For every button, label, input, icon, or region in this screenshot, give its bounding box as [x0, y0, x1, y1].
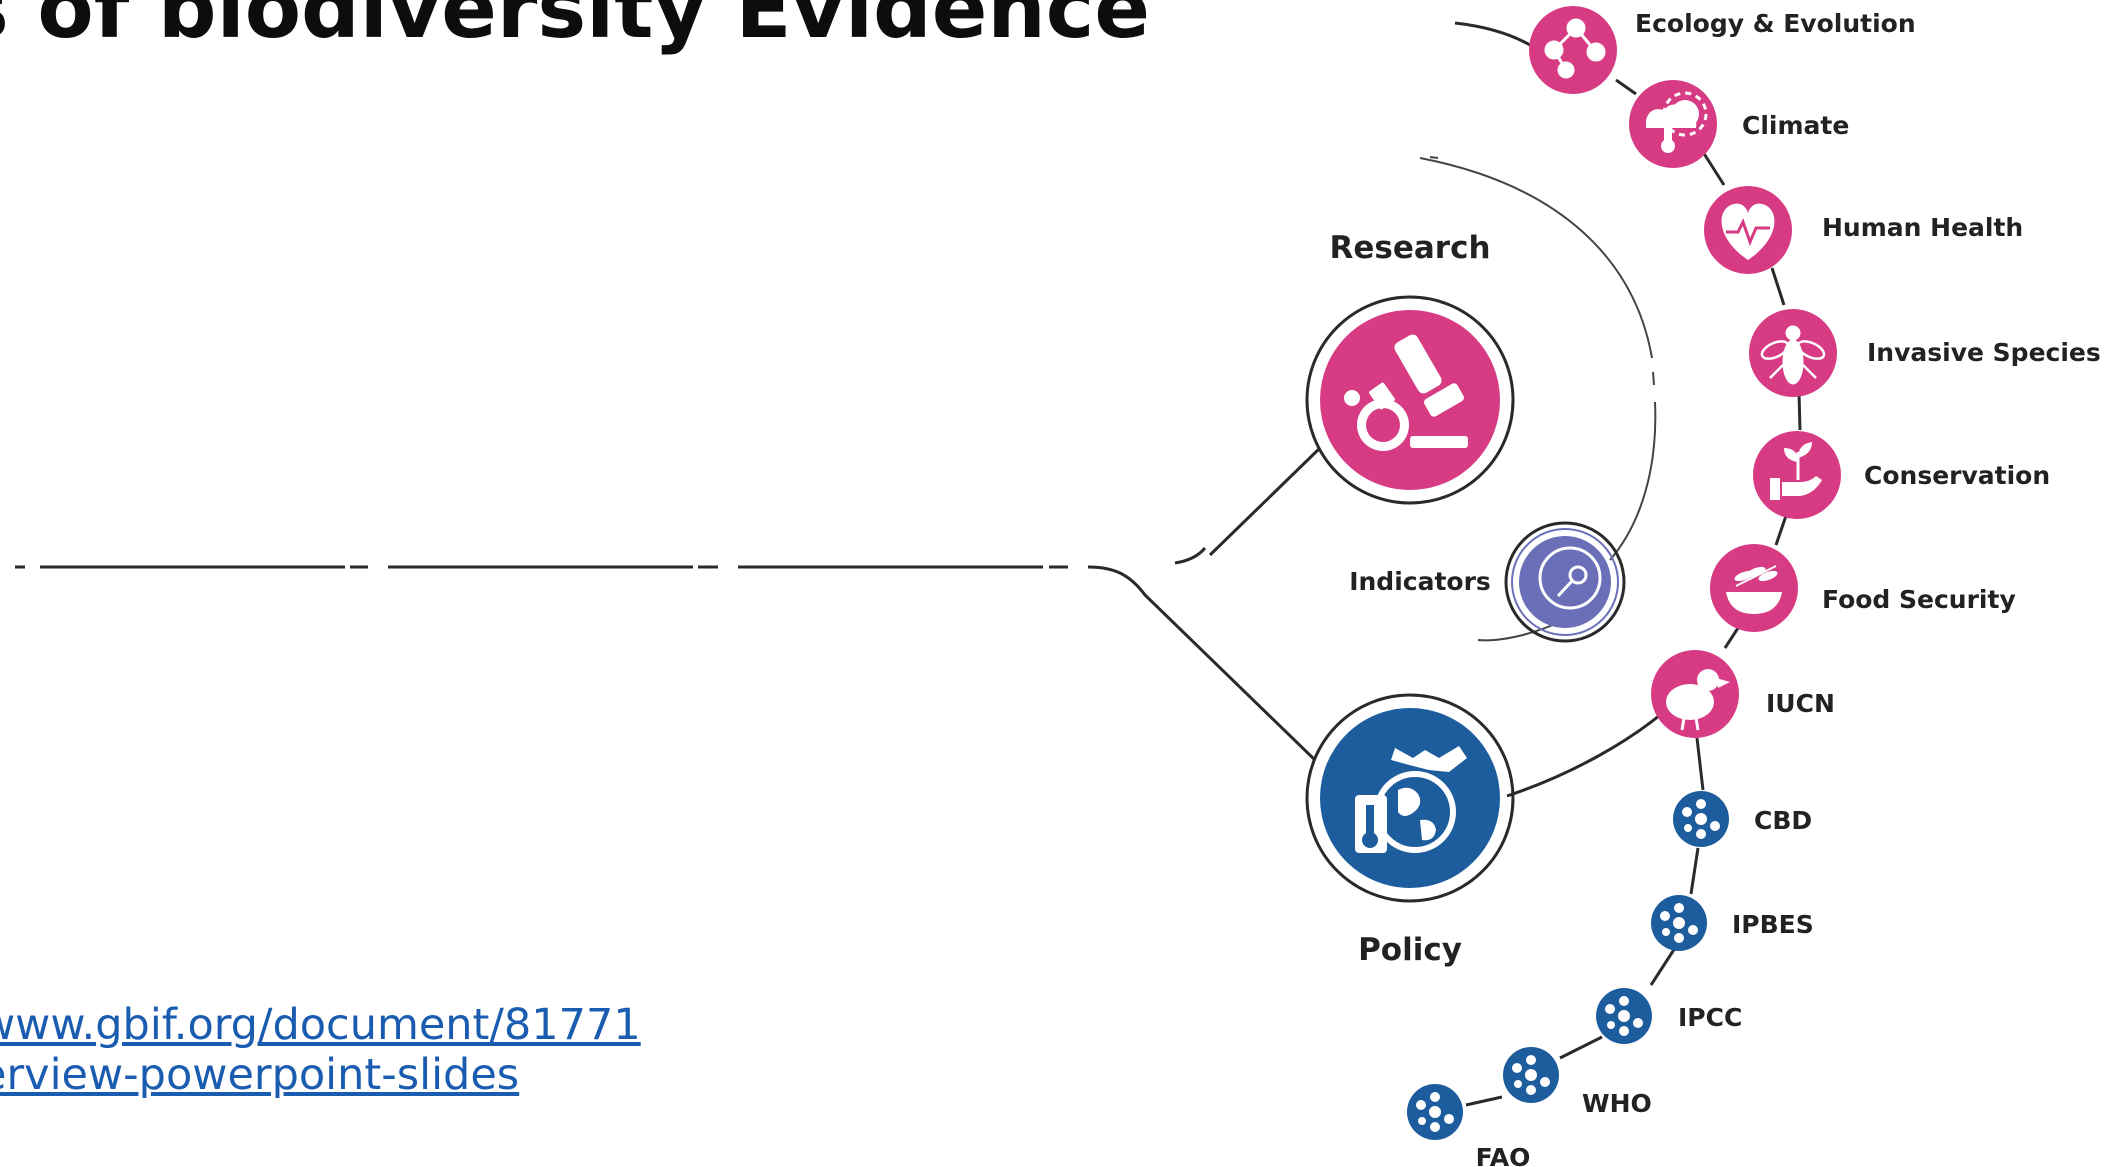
- topic-label: Food Security: [1822, 585, 2016, 614]
- network-icon: [1416, 1092, 1454, 1132]
- policy-body-label: CBD: [1754, 806, 1812, 835]
- network-icon: [1605, 996, 1643, 1036]
- topic-invasive-species[interactable]: Invasive Species: [1749, 309, 2101, 397]
- topic-climate[interactable]: Climate: [1629, 80, 1849, 168]
- policy-body-label: WHO: [1582, 1089, 1652, 1118]
- ecology-network-icon: [1544, 18, 1606, 79]
- research-label: Research: [1329, 230, 1490, 266]
- topic-label: Ecology & Evolution: [1635, 9, 1916, 38]
- topic-label: Climate: [1742, 111, 1849, 140]
- topic-ecology-evolution[interactable]: Ecology & Evolution: [1529, 6, 1916, 94]
- policy-who[interactable]: WHO: [1503, 1047, 1652, 1118]
- policy-ipcc[interactable]: IPCC: [1596, 988, 1742, 1044]
- slides-link[interactable]: erview-powerpoint-slides: [0, 1050, 520, 1100]
- indicators-hub[interactable]: Indicators: [1349, 521, 1626, 643]
- topic-conservation[interactable]: Conservation: [1753, 431, 2050, 519]
- heart-pulse-icon: [1721, 203, 1775, 260]
- insect-icon: [1760, 325, 1826, 385]
- network-icon: [1660, 903, 1698, 943]
- policy-body-label: IPCC: [1678, 1003, 1742, 1032]
- policy-cbd[interactable]: CBD: [1673, 791, 1812, 847]
- topic-label: Human Health: [1822, 213, 2023, 242]
- hand-sprout-icon: [1770, 442, 1822, 500]
- topic-label: Conservation: [1864, 461, 2050, 490]
- topic-label: Invasive Species: [1867, 338, 2101, 367]
- dodo-bird-icon: [1666, 669, 1730, 731]
- slide-title: s of biodiversity Evidence: [0, 0, 1150, 57]
- indicators-label: Indicators: [1349, 567, 1491, 596]
- research-hub[interactable]: Research: [1305, 230, 1515, 505]
- gauge-icon: [1538, 546, 1602, 610]
- grain-bowl-icon: [1726, 565, 1782, 614]
- globe-handshake-icon: [1355, 746, 1467, 853]
- sun-thermometer-icon: [1646, 91, 1708, 153]
- policy-label: Policy: [1358, 932, 1462, 968]
- microscope-flask-icon: [1344, 334, 1468, 451]
- policy-fao[interactable]: FAO: [1407, 1084, 1530, 1167]
- policy-body-label: IPBES: [1732, 910, 1814, 939]
- policy-body-label: FAO: [1476, 1143, 1531, 1167]
- network-icon: [1512, 1055, 1550, 1095]
- policy-ipbes[interactable]: IPBES: [1651, 895, 1814, 951]
- policy-iucn[interactable]: IUCN: [1651, 650, 1835, 738]
- topic-human-health[interactable]: Human Health: [1704, 186, 2023, 274]
- policy-body-label: IUCN: [1766, 689, 1835, 718]
- document-link[interactable]: www.gbif.org/document/81771: [0, 1000, 641, 1050]
- topic-food-security[interactable]: Food Security: [1710, 544, 2016, 632]
- policy-hub[interactable]: Policy: [1305, 693, 1515, 968]
- network-icon: [1682, 799, 1720, 839]
- connector-lines: [15, 446, 1673, 798]
